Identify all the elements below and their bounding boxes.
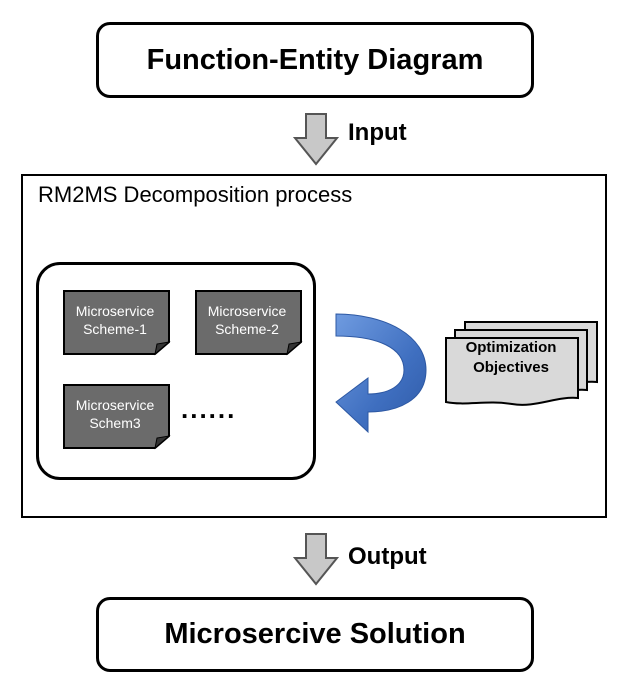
microservice-scheme-card: Microservice Schem3 [63,384,171,450]
optimization-objectives-stack: Optimization Objectives [445,320,601,412]
objectives-line-1: Optimization [465,339,557,356]
function-entity-diagram-box: Function-Entity Diagram [96,22,534,98]
microservice-solution-title: Microsercive Solution [164,618,466,650]
microservice-scheme-card: Microservice Scheme-1 [63,290,171,356]
scheme-line-1: Microservice [75,303,155,319]
curved-feedback-arrow-icon [335,313,427,434]
microservice-solution-box: Microsercive Solution [96,597,534,672]
note-card-icon [63,290,171,356]
decomposition-process-title: RM2MS Decomposition process [38,182,353,207]
function-entity-diagram-title: Function-Entity Diagram [146,43,484,76]
microservice-scheme-card: Microservice Scheme-2 [195,290,303,356]
input-down-arrow-icon [293,113,339,166]
scheme-line-2: Scheme-2 [215,321,279,337]
more-schemes-ellipsis: ...... [181,394,237,424]
input-label: Input [348,119,407,146]
scheme-line-1: Microservice [207,303,287,319]
objectives-line-2: Objectives [473,359,549,376]
scheme-line-2: Schem3 [89,415,141,431]
output-down-arrow-icon [293,533,339,586]
output-label: Output [348,543,427,570]
note-card-icon [63,384,171,450]
scheme-line-2: Scheme-1 [83,321,147,337]
document-stack-icon [445,321,598,406]
scheme-line-1: Microservice [75,397,155,413]
note-card-icon [195,290,303,356]
